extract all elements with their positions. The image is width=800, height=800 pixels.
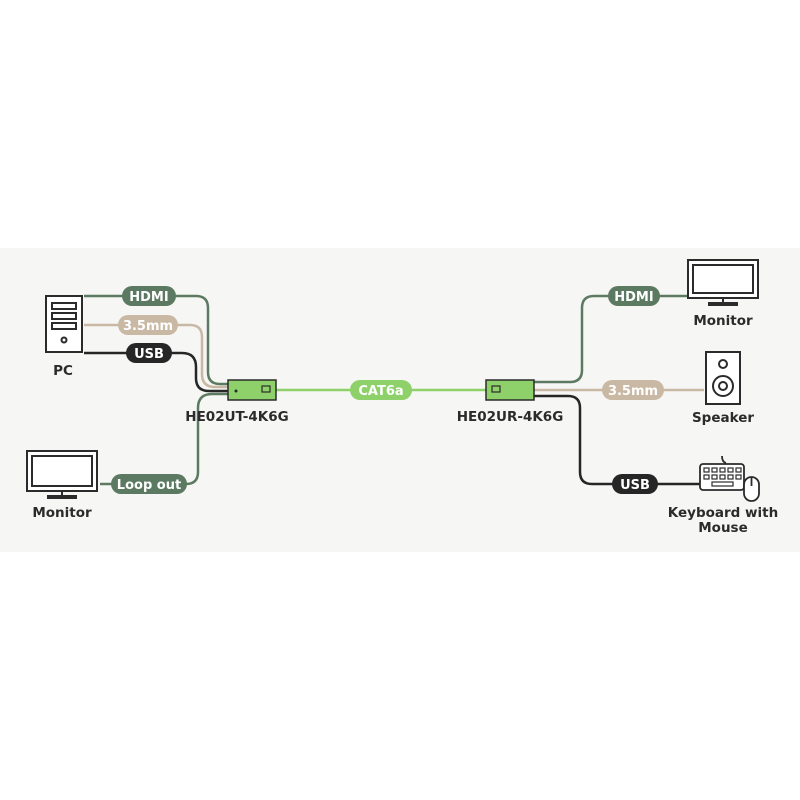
hdmi-in-label: HDMI (129, 290, 168, 305)
pc-tower-icon (45, 295, 83, 353)
monitor-icon (687, 259, 759, 306)
hdmi-out-pill: HDMI (608, 286, 660, 306)
cat6a-label: CAT6a (358, 384, 403, 399)
usb-out-label: USB (620, 478, 650, 493)
hdmi-out-label: HDMI (614, 290, 653, 305)
speaker-icon (705, 351, 741, 405)
usb-out-pill: USB (612, 474, 658, 494)
usb-in-pill: USB (126, 343, 172, 363)
keyboard-label-line2: Mouse (698, 520, 748, 536)
speaker-label: Speaker (692, 410, 754, 426)
audio-out-label: 3.5mm (608, 384, 658, 399)
audio-in-pill: 3.5mm (118, 315, 178, 335)
receiver-label: HE02UR-4K6G (457, 409, 564, 425)
extender-unit-icon (485, 379, 535, 401)
hdmi-in-pill: HDMI (122, 286, 176, 306)
audio-out-pill: 3.5mm (602, 380, 664, 400)
loop-out-pill: Loop out (111, 474, 187, 494)
receiver-unit: HE02UR-4K6G (457, 379, 564, 425)
hdmi-in-cable (84, 294, 230, 386)
keyboard-icon (699, 455, 745, 491)
pc-label: PC (53, 363, 73, 379)
usb-out-cable (532, 394, 700, 486)
cable-labels: HDMI 3.5mm USB Loop out CAT6a HDMI 3.5mm (111, 286, 664, 494)
cat6a-pill: CAT6a (350, 380, 412, 400)
monitor-icon (26, 450, 98, 499)
transmitter-label: HE02UT-4K6G (185, 409, 288, 425)
usb-in-cable (84, 351, 230, 393)
audio-in-label: 3.5mm (123, 319, 173, 334)
monitor-right-label: Monitor (693, 313, 753, 329)
loop-out-cable (100, 392, 230, 486)
monitor-left-label: Monitor (32, 505, 92, 521)
loop-out-label: Loop out (117, 478, 181, 493)
keyboard-label-line1: Keyboard with (668, 505, 778, 521)
mouse-icon (743, 476, 760, 502)
audio-in-cable (84, 323, 230, 389)
usb-in-label: USB (134, 347, 164, 362)
transmitter-unit: HE02UT-4K6G (185, 379, 289, 425)
hdmi-out-cable (532, 294, 688, 384)
extender-unit-icon (227, 379, 277, 401)
